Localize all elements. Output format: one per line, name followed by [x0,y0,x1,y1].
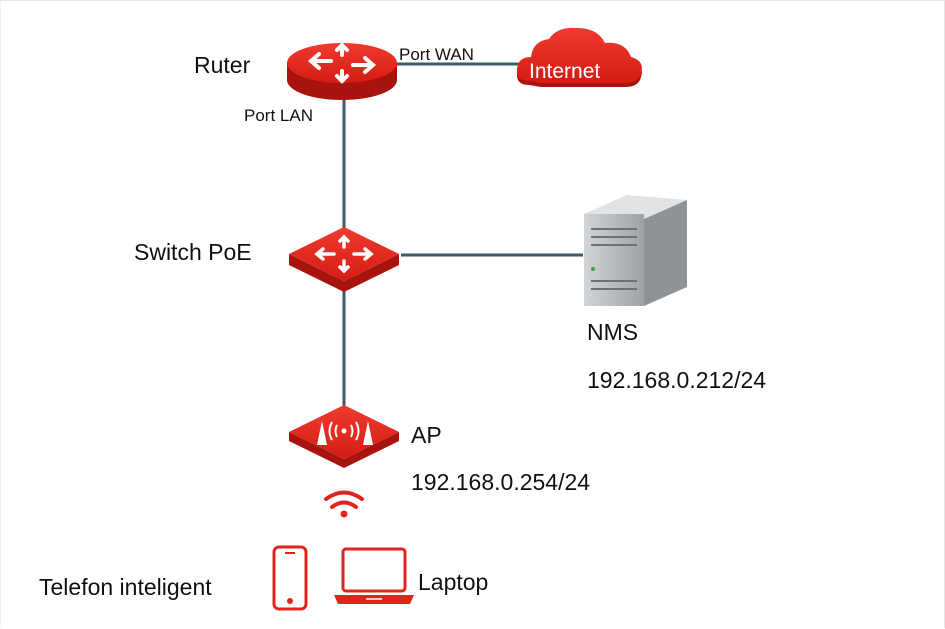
port-wan-label: Port WAN [399,45,474,64]
switch-icon [289,227,399,292]
ap-ip-label: 192.168.0.254/24 [411,469,591,495]
router-label: Ruter [194,52,251,78]
access-point-icon [289,405,399,468]
laptop-icon [334,547,414,604]
smartphone-icon [272,545,308,611]
internet-label: Internet [529,60,601,83]
server-icon [584,195,687,306]
cloud-icon [516,27,642,87]
switch-label: Switch PoE [134,239,252,265]
wifi-signal-icon [324,490,364,518]
router-icon [287,42,397,100]
ap-label: AP [411,422,442,448]
smartphone-label: Telefon inteligent [39,574,212,600]
port-lan-label: Port LAN [244,106,313,125]
nms-ip-label: 192.168.0.212/24 [587,367,767,393]
laptop-label: Laptop [418,569,489,595]
nms-label: NMS [587,319,639,345]
